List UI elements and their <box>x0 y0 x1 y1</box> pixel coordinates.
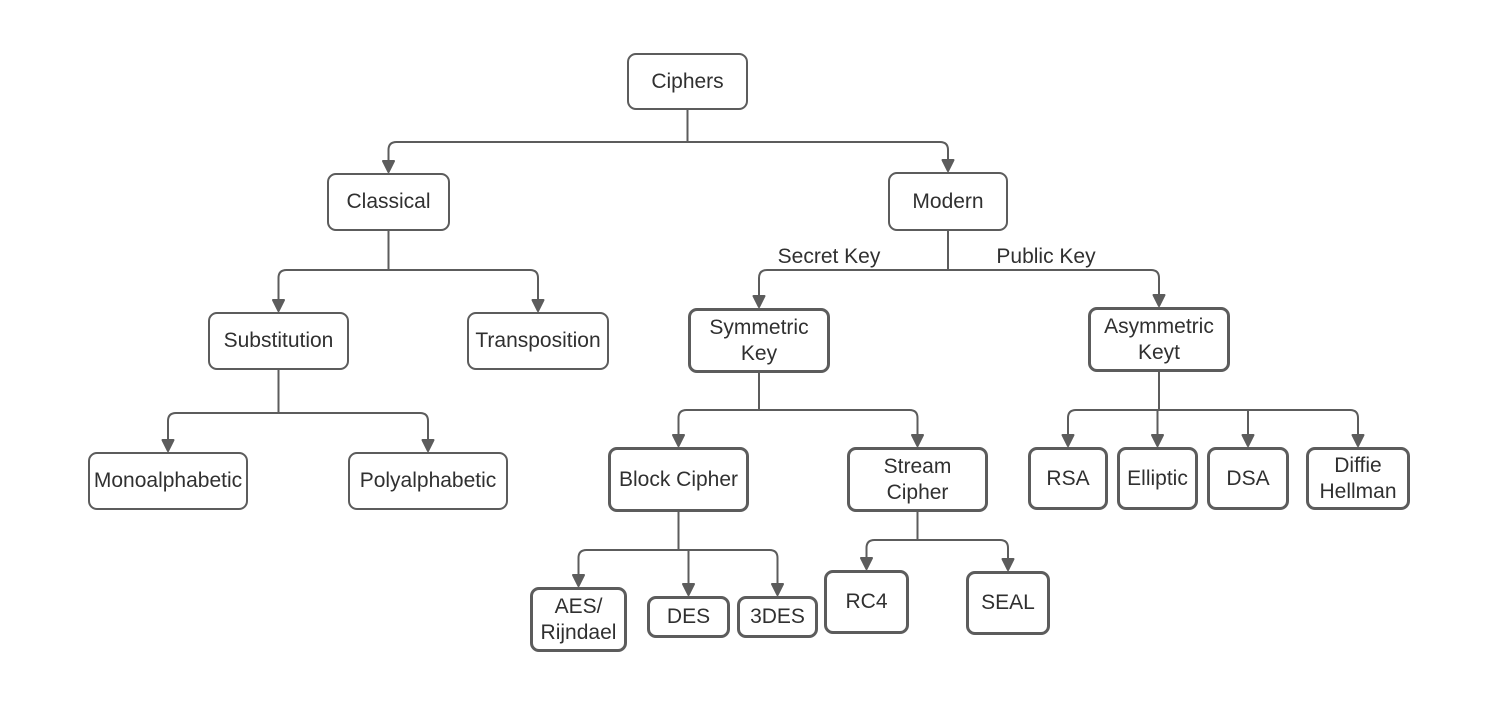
arrowhead-monoalphabetic <box>161 439 175 452</box>
connector-path-substitution <box>167 370 429 440</box>
node-des: DES <box>647 596 730 638</box>
arrowhead-aes-rijndael <box>572 574 585 587</box>
node-3des: 3DES <box>737 596 818 638</box>
node-dsa: DSA <box>1207 447 1289 510</box>
arrowhead-transposition <box>531 299 545 312</box>
node-substitution: Substitution <box>208 312 349 370</box>
arrowhead-modern <box>941 159 955 172</box>
arrowhead-des <box>682 583 695 596</box>
arrowhead-rsa <box>1061 434 1075 447</box>
node-diffie-hellman: Diffie Hellman <box>1306 447 1410 510</box>
connector-path-block-cipher <box>577 512 779 584</box>
node-ciphers: Ciphers <box>627 53 748 110</box>
arrowhead-dsa <box>1241 434 1255 447</box>
connector-path-stream-cipher <box>865 512 1009 559</box>
connector-modern <box>752 231 1166 308</box>
connector-asymmetric-keyt <box>1061 372 1365 447</box>
node-aes-rijndael: AES/ Rijndael <box>530 587 627 652</box>
connector-path-symmetric-key <box>677 373 919 435</box>
connector-path-classical <box>277 231 539 300</box>
connector-classical <box>272 231 545 312</box>
node-stream-cipher: Stream Cipher <box>847 447 988 512</box>
node-rc4: RC4 <box>824 570 909 634</box>
node-rsa: RSA <box>1028 447 1108 510</box>
edge-label-secret-key: Secret Key <box>775 245 883 269</box>
node-seal: SEAL <box>966 571 1050 635</box>
arrowhead-3des <box>771 583 784 596</box>
arrowhead-substitution <box>272 299 285 312</box>
node-asymmetric-keyt: Asymmetric Keyt <box>1088 307 1230 372</box>
arrowhead-seal <box>1001 558 1015 571</box>
arrowhead-rc4 <box>860 557 873 570</box>
arrowhead-block-cipher <box>672 434 685 447</box>
node-elliptic: Elliptic <box>1117 447 1198 510</box>
arrowhead-elliptic <box>1151 434 1164 447</box>
connector-path-asymmetric-keyt <box>1067 372 1359 435</box>
arrowhead-stream-cipher <box>911 434 924 447</box>
node-monoalphabetic: Monoalphabetic <box>88 452 248 510</box>
connector-stream-cipher <box>860 512 1015 571</box>
arrowhead-asymmetric-keyt <box>1152 294 1166 307</box>
connector-symmetric-key <box>672 373 924 447</box>
node-polyalphabetic: Polyalphabetic <box>348 452 508 510</box>
node-symmetric-key: Symmetric Key <box>688 308 830 373</box>
connector-ciphers <box>382 110 955 173</box>
arrowhead-polyalphabetic <box>421 439 435 452</box>
arrowhead-classical <box>382 160 395 173</box>
connector-path-ciphers <box>387 110 949 161</box>
arrowhead-symmetric-key <box>752 295 766 308</box>
arrowhead-diffie-hellman <box>1351 434 1365 447</box>
node-block-cipher: Block Cipher <box>608 447 749 512</box>
connector-block-cipher <box>572 512 784 596</box>
node-modern: Modern <box>888 172 1008 231</box>
connector-substitution <box>161 370 435 452</box>
edge-label-public-key: Public Key <box>994 245 1098 269</box>
node-classical: Classical <box>327 173 450 231</box>
node-transposition: Transposition <box>467 312 609 370</box>
